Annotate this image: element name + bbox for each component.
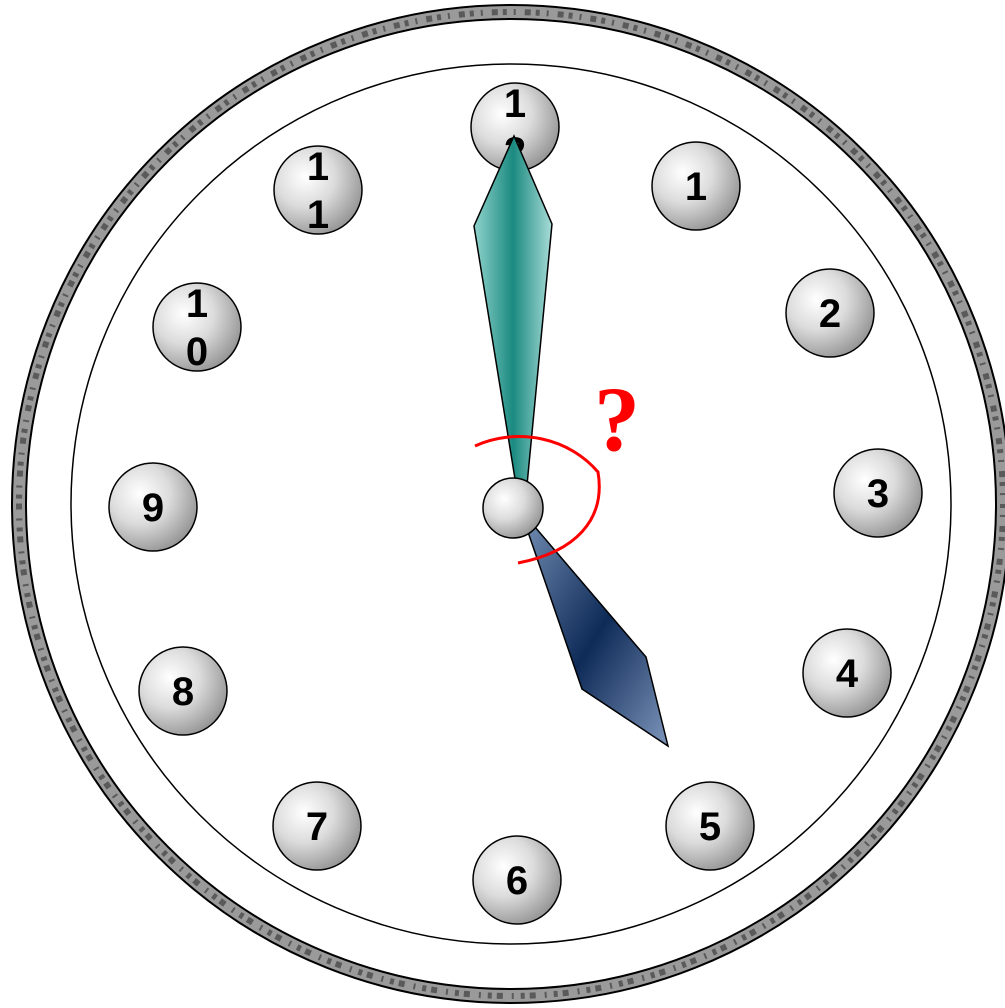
hour-label: 3 <box>867 472 889 516</box>
hour-label: 1 <box>504 82 526 126</box>
hour-label: 4 <box>836 652 859 696</box>
hour-number-9: 9 <box>109 463 197 551</box>
hour-number-4: 4 <box>803 629 891 717</box>
hour-number-3: 3 <box>834 449 922 537</box>
hour-number-5: 5 <box>666 782 754 870</box>
center-pin <box>483 478 543 538</box>
hour-number-7: 7 <box>273 782 361 870</box>
hour-label: 8 <box>172 670 194 714</box>
hour-number-1: 1 <box>652 142 740 230</box>
hour-label: 2 <box>819 292 841 336</box>
hour-label: 5 <box>699 805 721 849</box>
hour-label: 6 <box>506 859 528 903</box>
hour-number-2: 2 <box>786 269 874 357</box>
hour-label: 0 <box>186 330 208 374</box>
hour-label: 9 <box>142 486 164 530</box>
hour-label: 1 <box>685 165 707 209</box>
hour-number-8: 8 <box>139 647 227 735</box>
question-mark: ? <box>594 368 640 470</box>
hour-label: 1 <box>307 193 329 237</box>
hour-label: 1 <box>186 282 208 326</box>
hour-number-6: 6 <box>473 836 561 924</box>
hour-label: 7 <box>306 805 328 849</box>
hour-label: 1 <box>307 145 329 189</box>
